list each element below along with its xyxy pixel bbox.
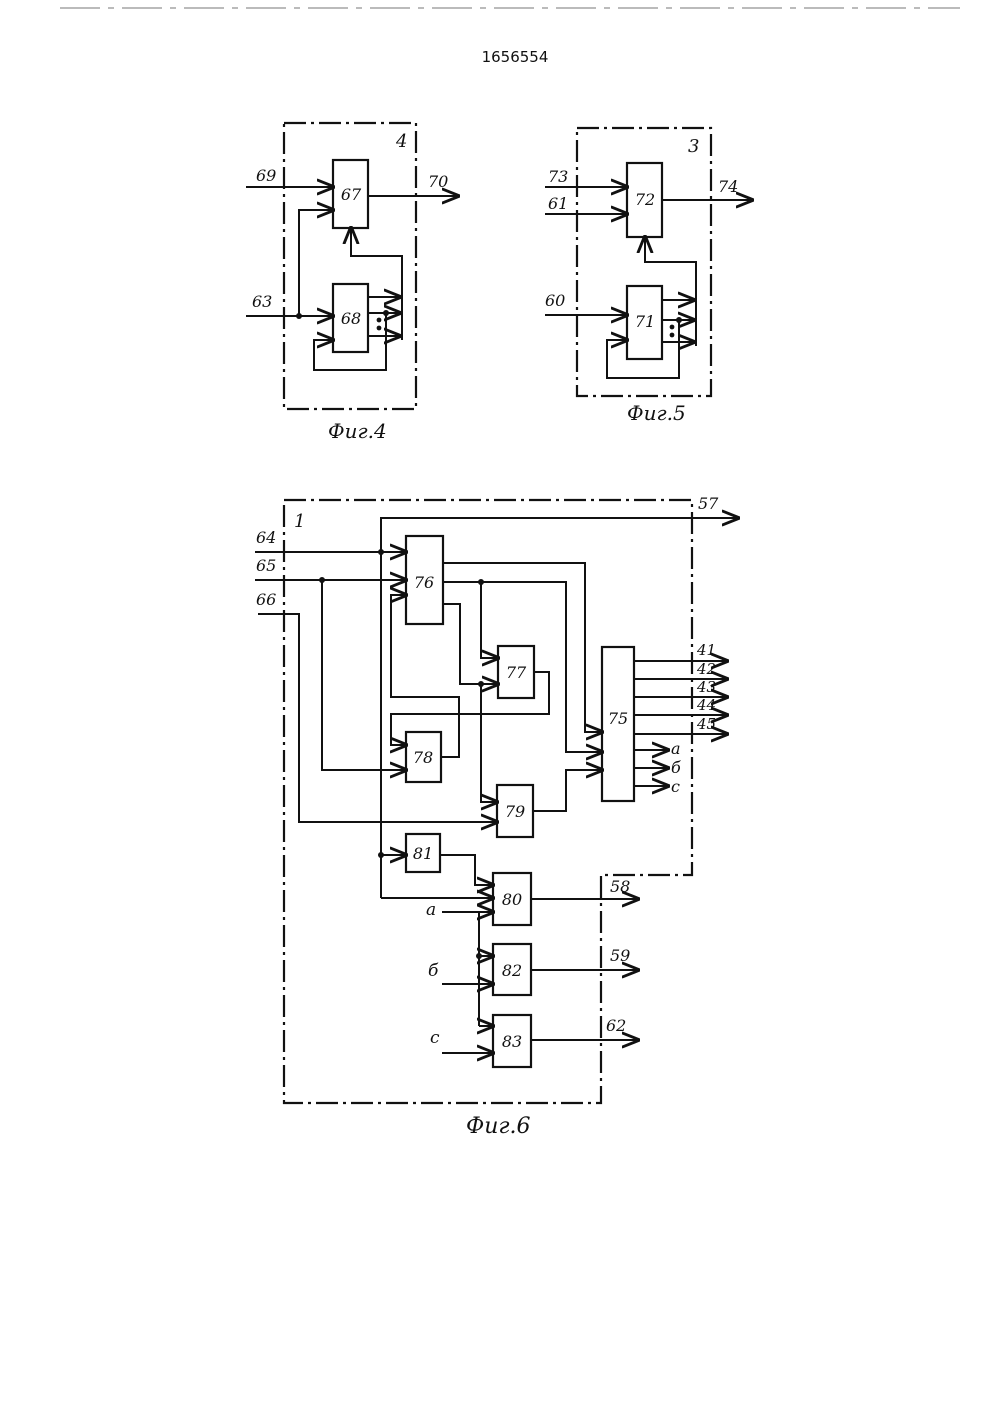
- fig5-input-61-label: 61: [548, 194, 568, 213]
- fig6-block-81-label: 81: [413, 844, 433, 863]
- fig6-76-to-77: [481, 582, 498, 658]
- fig5-block-72-label: 72: [635, 190, 655, 209]
- fig6-output-57-label: 57: [698, 494, 719, 513]
- fig4-feedback-to-67: [351, 228, 402, 292]
- fig6-caption: Фиг.6: [466, 1114, 531, 1139]
- figure-6: 1 76 77 78 79 75 81 80 82 83 64 65 66 57: [255, 494, 738, 1139]
- fig4-caption: Фиг.4: [328, 419, 387, 443]
- fig6-block-79-label: 79: [505, 802, 525, 821]
- fig6-block-77-label: 77: [506, 663, 527, 682]
- fig4-input-69-label: 69: [256, 166, 276, 185]
- fig6-block-76-label: 76: [414, 573, 434, 592]
- fig6-output-59-label: 59: [610, 946, 630, 965]
- fig6-output-43-label: 43: [696, 678, 716, 696]
- fig6-output-62-label: 62: [606, 1016, 626, 1035]
- fig6-76-to-75-a: [443, 563, 602, 732]
- fig6-block-number: 1: [294, 511, 305, 532]
- fig6-output-44-label: 44: [696, 696, 716, 714]
- fig5-block-number: 3: [688, 136, 699, 157]
- fig4-block-number: 4: [395, 131, 407, 152]
- fig6-side-input-c-label: с: [430, 1028, 440, 1048]
- fig5-dot-1: [670, 325, 675, 330]
- fig6-input-65-label: 65: [256, 556, 276, 575]
- fig6-block-75-label: 75: [608, 709, 628, 728]
- fig4-output-70-label: 70: [428, 172, 448, 191]
- fig6-side-input-b-label: б: [428, 961, 439, 981]
- fig4-block-67-label: 67: [341, 185, 362, 204]
- fig5-dot-2: [670, 333, 675, 338]
- fig6-output-58-label: 58: [610, 877, 630, 896]
- fig6-75-out-a-label: а: [671, 739, 681, 758]
- figure-5: 3 72 71 73 61 60 74 Фиг.5: [545, 128, 752, 425]
- fig6-66-to-79: [258, 614, 497, 822]
- patent-number: 1656554: [482, 48, 549, 66]
- fig6-block-78-label: 78: [413, 748, 433, 767]
- fig5-input-73-label: 73: [548, 167, 568, 186]
- fig5-feedback-to-72: [645, 237, 696, 296]
- fig5-input-60-label: 60: [545, 291, 565, 310]
- fig6-input-66-label: 66: [256, 590, 276, 609]
- fig4-dot-1: [377, 318, 382, 323]
- fig6-77-feedback-to-78: [391, 672, 549, 745]
- fig6-75-out-c-label: с: [671, 777, 680, 796]
- fig6-block-80-label: 80: [502, 890, 522, 909]
- fig4-frame: [284, 123, 416, 409]
- fig6-75-out-b-label: б: [671, 758, 681, 777]
- fig6-79-to-75: [533, 770, 602, 811]
- fig6-output-42-label: 42: [696, 660, 716, 678]
- fig6-side-input-a-label: а: [426, 900, 436, 920]
- fig4-dot-2: [377, 326, 382, 331]
- fig5-block-71-label: 71: [635, 312, 655, 331]
- fig6-block-82-label: 82: [502, 961, 522, 980]
- fig6-81-to-80: [440, 855, 493, 885]
- fig4-branch-to-67: [299, 210, 333, 316]
- fig6-block-83-label: 83: [502, 1032, 522, 1051]
- fig6-to-79: [481, 684, 497, 802]
- fig6-76-to-77-b: [443, 604, 498, 684]
- figure-4: 4 67 68 69 63 70 Фиг.4: [246, 123, 458, 443]
- fig4-input-63-label: 63: [252, 292, 272, 311]
- fig6-output-45-label: 45: [696, 715, 716, 733]
- fig5-output-74-label: 74: [718, 177, 738, 196]
- fig6-input-64-label: 64: [256, 528, 276, 547]
- fig4-block-68-label: 68: [341, 309, 361, 328]
- fig5-caption: Фиг.5: [627, 401, 686, 425]
- fig6-output-41-label: 41: [696, 641, 716, 659]
- fig6-65-to-78: [322, 580, 406, 770]
